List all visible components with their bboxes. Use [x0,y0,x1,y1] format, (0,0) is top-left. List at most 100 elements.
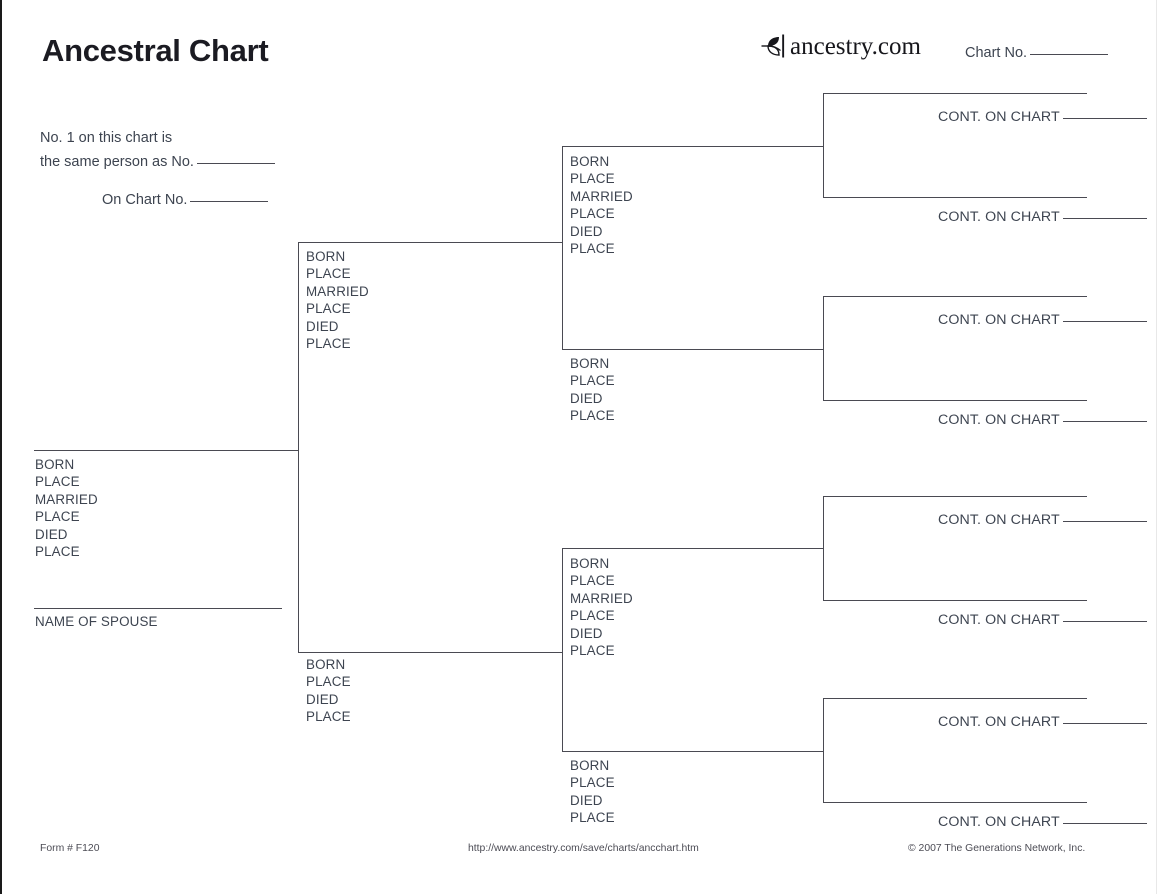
name-of-spouse-caption: NAME OF SPOUSE [35,614,158,629]
person-5-field-died: DIED [570,390,603,406]
gen4-spine-c [823,496,824,600]
cont-9-field[interactable]: CONT. ON CHART [938,209,1147,225]
cont-10-blank[interactable] [1062,321,1147,322]
cont-8-field[interactable]: CONT. ON CHART [938,109,1147,125]
person-5-field-place-2: PLACE [570,408,615,424]
ancestry-logo: ancestry.com [759,31,921,61]
person-1-field-place-2: PLACE [35,509,80,525]
person-4-field-died: DIED [570,223,603,239]
cont-15-line[interactable] [823,802,1087,803]
person-6-fields: BORN PLACE MARRIED PLACE DIED PLACE [570,555,633,659]
person-6-field-place-1: PLACE [570,573,615,589]
cont-11-blank[interactable] [1062,421,1147,422]
gen2-connector-spine [298,242,299,653]
person-5-fields: BORN PLACE DIED PLACE [570,355,615,425]
note-line-2[interactable]: the same person as No. [40,150,275,174]
cont-14-label: CONT. ON CHART [938,714,1060,730]
person-2-fields: BORN PLACE MARRIED PLACE DIED PLACE [306,248,369,352]
note-line-1: No. 1 on this chart is [40,130,173,146]
cont-12-blank[interactable] [1062,521,1147,522]
person-4-field-place-3: PLACE [570,241,615,257]
person-1-field-died: DIED [35,526,68,542]
person-7-field-born: BORN [570,758,610,773]
note-line-3[interactable]: On Chart No. [40,188,275,212]
chart-no-field[interactable]: Chart No. [965,45,1109,61]
gen4-spine-d [823,698,824,802]
page-title: Ancestral Chart [42,33,269,68]
cont-15-label: CONT. ON CHART [938,814,1060,830]
cont-11-line[interactable] [823,400,1087,401]
cont-9-line[interactable] [823,197,1087,198]
person-2-field-place-2: PLACE [306,301,351,317]
person-4-field-married: MARRIED [570,188,633,204]
gen4-spine-a [823,93,824,197]
person-6-field-born: BORN [570,556,610,571]
person-7-field-place-2: PLACE [570,810,615,826]
person-2-name-line[interactable] [298,242,562,243]
person-4-field-place-1: PLACE [570,171,615,187]
person-4-name-line[interactable] [562,146,824,147]
cont-14-line[interactable] [823,698,1087,699]
same-person-no-blank[interactable] [196,163,275,164]
cont-13-label: CONT. ON CHART [938,612,1060,628]
person-3-field-died: DIED [306,691,339,707]
person-3-field-place-1: PLACE [306,674,351,690]
person-5-field-born: BORN [570,356,610,371]
person-7-name-line[interactable] [562,751,824,752]
chart-no-label: Chart No. [965,45,1028,61]
ancestry-wordmark: ancestry.com [790,32,921,60]
person-3-name-line[interactable] [298,652,562,653]
cont-8-line[interactable] [823,93,1087,94]
person-1-field-place-1: PLACE [35,474,80,490]
cont-11-label: CONT. ON CHART [938,412,1060,428]
person-7-field-died: DIED [570,792,603,808]
person-3-fields: BORN PLACE DIED PLACE [306,656,351,726]
person-6-name-line[interactable] [562,548,824,549]
person-5-name-line[interactable] [562,349,824,350]
gen4-spine-b [823,296,824,400]
cont-11-field[interactable]: CONT. ON CHART [938,412,1147,428]
gen3-lower-spine [562,548,563,751]
person-1-field-born: BORN [35,457,75,472]
cont-14-blank[interactable] [1062,723,1147,724]
cont-13-blank[interactable] [1062,621,1147,622]
cont-10-line[interactable] [823,296,1087,297]
person-4-field-born: BORN [570,154,610,169]
person-4-fields: BORN PLACE MARRIED PLACE DIED PLACE [570,153,633,257]
cont-14-field[interactable]: CONT. ON CHART [938,714,1147,730]
person-6-field-died: DIED [570,625,603,641]
cont-9-blank[interactable] [1062,218,1147,219]
person-1-field-place-3: PLACE [35,544,80,560]
person-2-field-born: BORN [306,249,346,264]
cont-15-blank[interactable] [1062,823,1147,824]
person-7-field-place-1: PLACE [570,775,615,791]
note-line-2-label: the same person as No. [40,154,194,170]
cont-15-field[interactable]: CONT. ON CHART [938,814,1147,830]
spouse-name-line[interactable] [34,608,282,609]
same-person-note: No. 1 on this chart is the same person a… [40,126,275,212]
on-chart-no-blank[interactable] [190,201,269,202]
person-6-field-place-3: PLACE [570,643,615,659]
footer-url: http://www.ancestry.com/save/charts/ancc… [468,843,699,854]
cont-10-field[interactable]: CONT. ON CHART [938,312,1147,328]
on-chart-no-label: On Chart No. [102,192,188,208]
chart-no-blank[interactable] [1030,54,1109,55]
cont-12-label: CONT. ON CHART [938,512,1060,528]
cont-13-line[interactable] [823,600,1087,601]
person-5-field-place-1: PLACE [570,373,615,389]
person-3-field-place-2: PLACE [306,709,351,725]
person-1-name-line[interactable] [34,450,299,451]
ancestry-leaf-icon [759,33,789,59]
person-2-field-place-3: PLACE [306,336,351,352]
cont-13-field[interactable]: CONT. ON CHART [938,612,1147,628]
cont-12-line[interactable] [823,496,1087,497]
footer-form-number: Form # F120 [40,843,100,854]
gen3-upper-spine [562,146,563,349]
cont-10-label: CONT. ON CHART [938,312,1060,328]
cont-8-blank[interactable] [1062,118,1147,119]
person-4-field-place-2: PLACE [570,206,615,222]
person-2-field-place-1: PLACE [306,266,351,282]
person-6-field-place-2: PLACE [570,608,615,624]
cont-12-field[interactable]: CONT. ON CHART [938,512,1147,528]
